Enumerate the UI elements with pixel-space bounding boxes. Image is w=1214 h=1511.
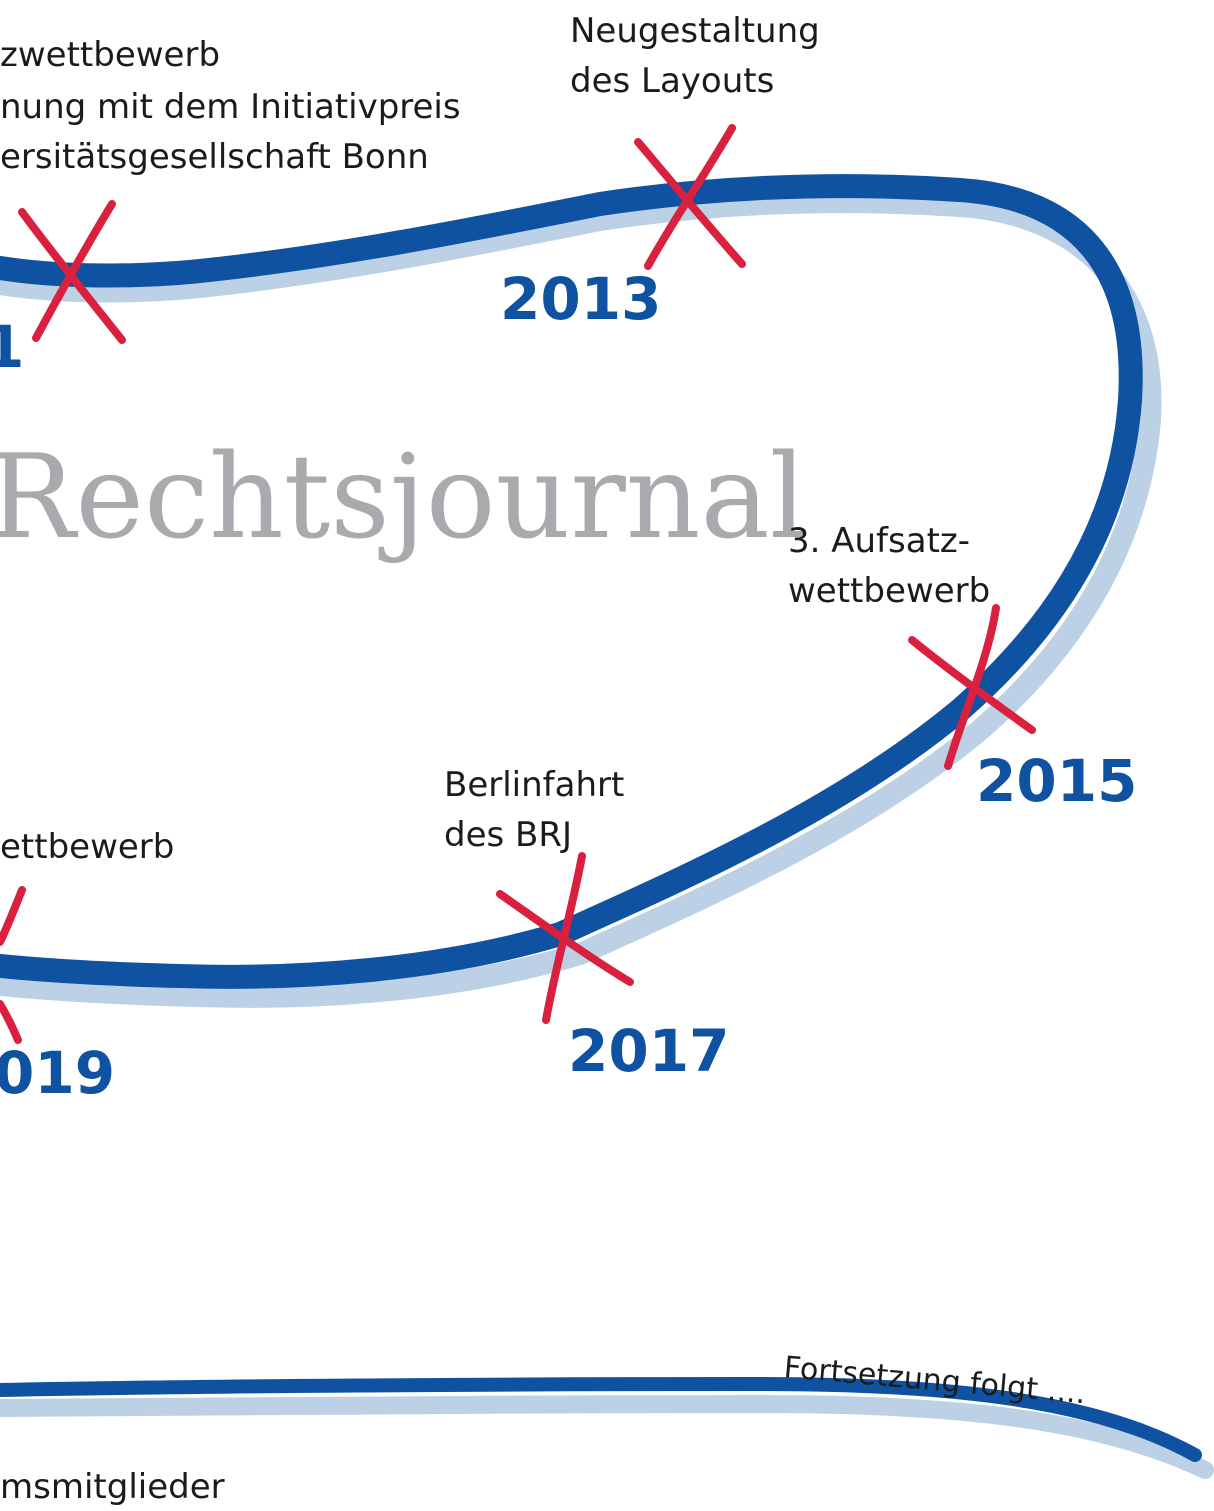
milestone-2017-line-1: Berlinfahrt [444, 765, 625, 805]
year-label-2017: 2017 [568, 1017, 730, 1085]
milestone-2011-line-3: ersitätsgesellschaft Bonn [0, 137, 429, 177]
year-label-2015: 2015 [976, 747, 1138, 815]
milestone-2015-line-2: wettbewerb [788, 571, 991, 611]
watermark-journal-name: Rechtsjournal [0, 430, 807, 565]
year-label-2011: 1 [0, 313, 25, 381]
marker-2011-x-icon [18, 200, 126, 344]
timeline-track-main [0, 174, 1143, 989]
milestone-2017-line-2: des BRJ [444, 815, 572, 855]
marker-2015-x-icon [908, 604, 1036, 770]
timeline-track-shadow [0, 191, 1162, 1008]
year-label-2013: 2013 [500, 265, 662, 333]
bottom-track-shadow [0, 1394, 1214, 1479]
milestone-2013-line-2: des Layouts [570, 61, 775, 101]
bottom-text-fragment: msmitglieder [0, 1467, 225, 1507]
milestone-2015-line-1: 3. Aufsatz- [788, 521, 971, 561]
year-label-2019: 019 [0, 1039, 116, 1107]
marker-2017-x-icon [496, 852, 634, 1024]
milestone-2011-line-2: nung mit dem Initiativpreis [0, 87, 461, 127]
marker-2019-x-icon [0, 886, 26, 1044]
bottom-track-main [0, 1376, 1202, 1462]
milestone-2019-line-1: ettbewerb [0, 827, 175, 867]
marker-2013-x-icon [634, 124, 746, 270]
milestone-2013-line-1: Neugestaltung [570, 11, 820, 51]
milestone-2011-line-1: zwettbewerb [0, 35, 221, 75]
